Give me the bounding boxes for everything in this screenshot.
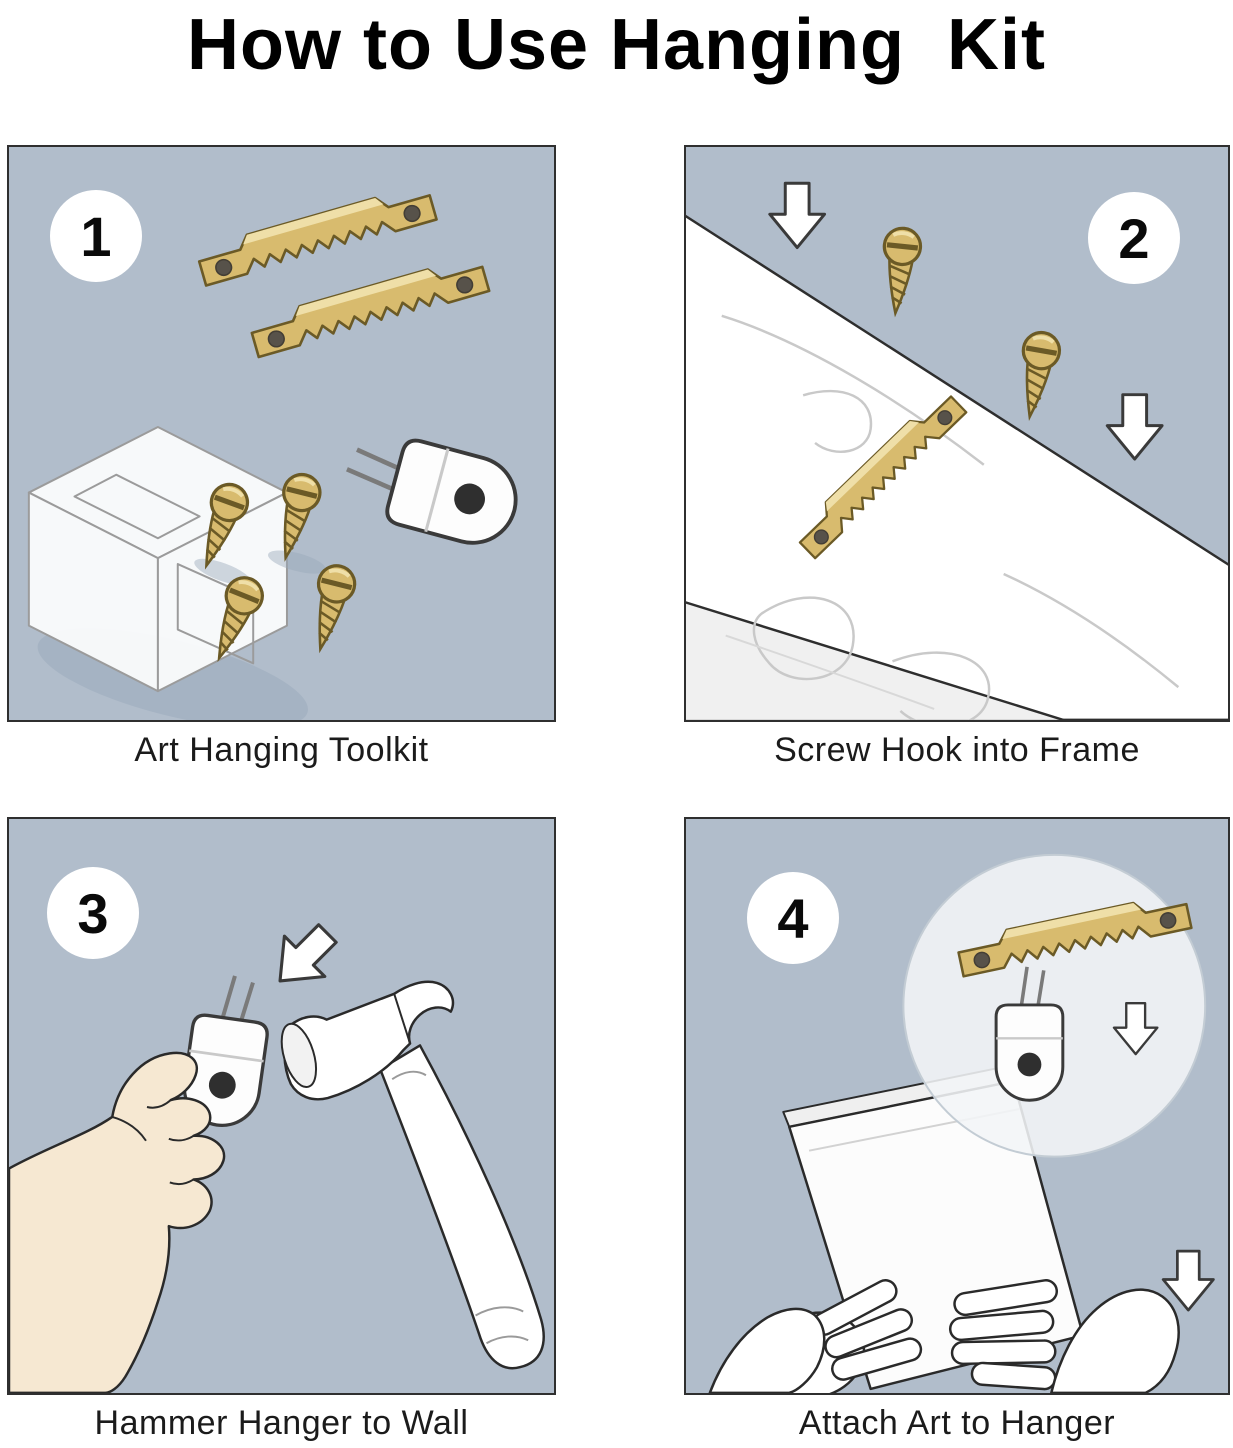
claw-line — [393, 993, 412, 1044]
wood-grain — [721, 314, 1180, 720]
step-3-number-badge: 3 — [47, 867, 139, 959]
step-3-caption: Hammer Hanger to Wall — [94, 1404, 469, 1442]
left-hand-icon — [708, 1279, 923, 1393]
down-arrow-icon — [1105, 393, 1164, 461]
hammer-handle — [379, 1044, 545, 1370]
page-title: How to Use Hanging Kit — [187, 5, 1046, 85]
screw-shadow — [268, 550, 326, 574]
finger-creases — [111, 1099, 195, 1186]
step-1-panel: 1 — [7, 145, 556, 722]
step-4-panel: 4 — [684, 817, 1230, 1395]
hammer-face — [280, 1022, 318, 1088]
down-arrow-icon — [1161, 1249, 1215, 1312]
hand-icon — [9, 1051, 226, 1393]
step-3-panel: 3 — [7, 817, 556, 1395]
hand-silhouette — [9, 1051, 226, 1393]
step-4-number-badge: 4 — [747, 872, 839, 964]
screw-icon — [303, 562, 359, 653]
hammer-head — [283, 980, 455, 1101]
edge-grain — [725, 634, 935, 710]
screw-icon — [877, 227, 922, 315]
right-hand-icon — [948, 1279, 1180, 1393]
step-2-caption: Screw Hook into Frame — [774, 731, 1140, 769]
hammer-icon — [280, 980, 545, 1370]
down-arrow-icon — [768, 181, 827, 250]
step-2-illustration — [686, 181, 1228, 720]
step-2-number-badge: 2 — [1088, 192, 1180, 284]
step-4-illustration — [708, 853, 1215, 1393]
step-1-caption: Art Hanging Toolkit — [134, 731, 429, 769]
sawtooth-hanger-icon — [247, 253, 491, 359]
wooden-frame — [686, 214, 1228, 720]
step-2-panel: 2 — [684, 145, 1230, 722]
step-4-caption: Attach Art to Hanger — [798, 1404, 1116, 1442]
step-3-illustration — [9, 911, 545, 1393]
sawtooth-hanger-icon — [194, 182, 438, 287]
step-1-number-badge: 1 — [50, 190, 142, 282]
down-left-arrow-icon — [258, 911, 350, 1003]
step-1-illustration — [27, 182, 554, 720]
handle-grip-lines — [391, 1070, 529, 1345]
screw-icon — [1012, 330, 1062, 420]
wall-hook-icon — [337, 425, 526, 553]
